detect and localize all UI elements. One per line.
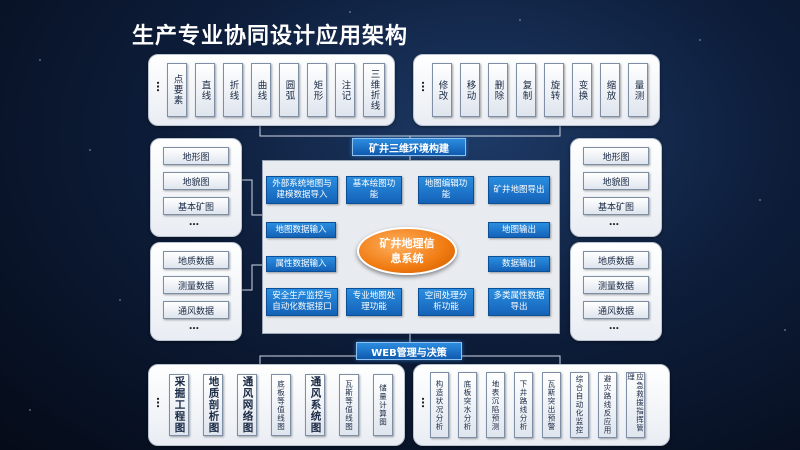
func-map-output[interactable]: 地图输出	[488, 222, 550, 238]
ellipsis: …	[154, 397, 167, 408]
func-external-import[interactable]: 外部系统地图与建模数据导入	[266, 176, 338, 204]
left-data-ventilation[interactable]: 通风数据	[163, 301, 229, 319]
func-special-map[interactable]: 专业地图处理功能	[346, 288, 402, 316]
map-ventilation-system[interactable]: 通风系统图	[305, 374, 325, 436]
app-subsidence-prediction[interactable]: 地表沉陷预测	[486, 372, 505, 438]
app-structure-analysis[interactable]: 构造状况分析	[430, 372, 449, 438]
line-left-g2	[240, 264, 262, 291]
left-map-topographic[interactable]: 地形图	[163, 147, 229, 165]
ellipsis: …	[609, 217, 619, 228]
map-ventilation-network[interactable]: 通风网络图	[237, 374, 257, 436]
tool-modify[interactable]: 修改	[432, 63, 452, 117]
panel-right-data: 地质数据 测量数据 通风数据 …	[570, 242, 662, 341]
right-data-geology[interactable]: 地质数据	[583, 251, 649, 269]
tool-rect[interactable]: 矩形	[307, 63, 327, 117]
tool-scale[interactable]: 缩放	[600, 63, 620, 117]
tool-move[interactable]: 移动	[460, 63, 480, 117]
page-title: 生产专业协同设计应用架构	[132, 24, 409, 49]
tool-3d-polyline[interactable]: 三维折线	[363, 63, 385, 117]
tool-delete[interactable]: 删除	[488, 63, 508, 117]
ellipsis: …	[189, 321, 199, 332]
func-map-data-input[interactable]: 地图数据输入	[266, 222, 336, 238]
right-map-topographic[interactable]: 地形图	[583, 147, 649, 165]
map-gas-contour[interactable]: 瓦斯等值线图	[339, 374, 359, 436]
func-basic-draw[interactable]: 基本绘图功能	[346, 176, 402, 204]
tool-note[interactable]: 注记	[335, 63, 355, 117]
hub-mine-gis: 矿井地理信息系统	[357, 227, 457, 275]
tool-transform[interactable]: 变换	[572, 63, 592, 117]
tool-point[interactable]: 点要素	[167, 63, 187, 117]
tool-copy[interactable]: 复制	[516, 63, 536, 117]
panel-left-maps: 地形图 地貌图 基本矿图 …	[150, 138, 242, 237]
ellipsis: …	[154, 81, 167, 92]
func-safety-interface[interactable]: 安全生产监控与自动化数据接口	[266, 288, 338, 316]
tool-polyline[interactable]: 折线	[223, 63, 243, 117]
func-multi-attr-export[interactable]: 多类属性数据导出	[488, 288, 550, 316]
app-gas-outburst-warning[interactable]: 瓦斯突出预警	[542, 372, 561, 438]
left-data-survey[interactable]: 测量数据	[163, 276, 229, 294]
tool-measure[interactable]: 量测	[628, 63, 648, 117]
tool-line[interactable]: 直线	[195, 63, 215, 117]
panel-left-data: 地质数据 测量数据 通风数据 …	[150, 242, 242, 341]
ellipsis: …	[419, 81, 432, 92]
tool-curve[interactable]: 曲线	[251, 63, 271, 117]
func-spatial-analysis[interactable]: 空间处理分析功能	[418, 288, 474, 316]
panel-map-outputs: … 采掘工程图 地质剖析图 通风网络图 底板等值线图 通风系统图 瓦斯等值线图 …	[148, 364, 405, 446]
tool-arc[interactable]: 圆弧	[279, 63, 299, 117]
func-data-output[interactable]: 数据输出	[488, 256, 550, 272]
banner-web-management: WEB管理与决策	[356, 342, 462, 360]
left-map-basic-mine[interactable]: 基本矿图	[163, 197, 229, 215]
panel-analysis-apps: … 构造状况分析 底板突水分析 地表沉陷预测 下井路线分析 瓦斯突出预警 综合自…	[413, 364, 670, 446]
right-data-ventilation[interactable]: 通风数据	[583, 301, 649, 319]
func-map-edit[interactable]: 地图编辑功能	[418, 176, 474, 204]
app-automation-monitor[interactable]: 综合自动化监控	[570, 372, 589, 438]
app-floor-water-analysis[interactable]: 底板突水分析	[458, 372, 477, 438]
ellipsis: …	[189, 217, 199, 228]
map-geology-section[interactable]: 地质剖析图	[203, 374, 223, 436]
left-map-landform[interactable]: 地貌图	[163, 172, 229, 190]
right-map-basic-mine[interactable]: 基本矿图	[583, 197, 649, 215]
map-reserve-calc[interactable]: 储量计算图	[373, 374, 393, 436]
panel-draw-tools: … 点要素 直线 折线 曲线 圆弧 矩形 注记 三维折线	[148, 54, 395, 126]
banner-3d-environment: 矿井三维环境构建	[352, 138, 466, 156]
panel-right-maps: 地形图 地貌图 基本矿图 …	[570, 138, 662, 237]
ellipsis: …	[609, 321, 619, 332]
ellipsis: …	[419, 397, 432, 408]
func-attr-data-input[interactable]: 属性数据输入	[266, 256, 336, 272]
app-evacuation-route[interactable]: 避灾路线反应用	[598, 372, 617, 438]
line-top-right	[410, 124, 561, 137]
map-mining-engineering[interactable]: 采掘工程图	[169, 374, 189, 436]
line-left-g1	[240, 179, 262, 216]
app-emergency-command[interactable]: 应急救援指挥管理	[626, 372, 645, 438]
right-map-landform[interactable]: 地貌图	[583, 172, 649, 190]
tool-rotate[interactable]: 旋转	[544, 63, 564, 117]
func-mine-map-export[interactable]: 矿井地图导出	[488, 176, 550, 204]
panel-edit-tools: … 修改 移动 删除 复制 旋转 变换 缩放 量测	[413, 54, 660, 126]
left-data-geology[interactable]: 地质数据	[163, 251, 229, 269]
map-floor-contour[interactable]: 底板等值线图	[271, 374, 291, 436]
right-data-survey[interactable]: 测量数据	[583, 276, 649, 294]
app-route-analysis[interactable]: 下井路线分析	[514, 372, 533, 438]
